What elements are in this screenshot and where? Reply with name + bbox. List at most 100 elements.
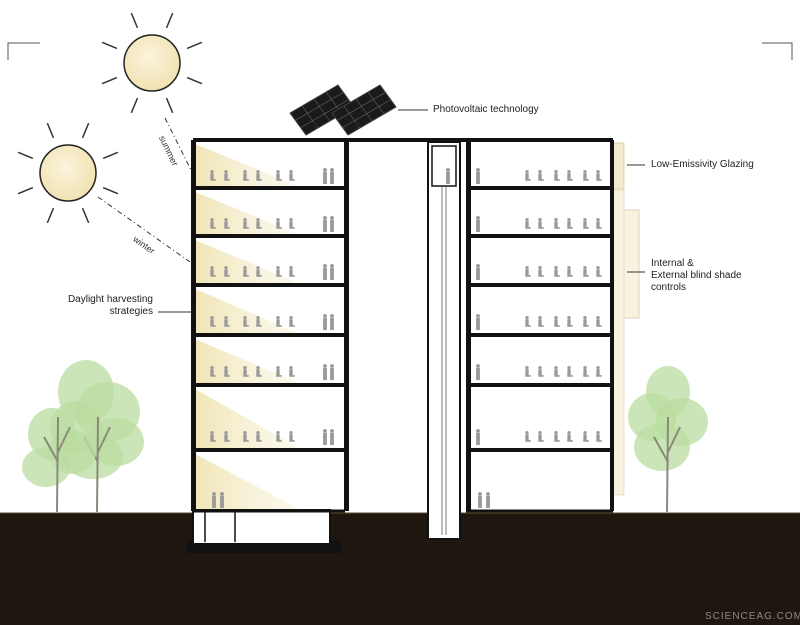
- person-head: [554, 170, 558, 174]
- person-body: [256, 319, 260, 326]
- person-leg: [554, 179, 560, 181]
- person-body: [596, 221, 600, 228]
- person-body: [330, 219, 334, 232]
- person-head: [256, 266, 260, 270]
- person-head: [210, 316, 214, 320]
- person-body: [596, 269, 600, 276]
- person-icon: [554, 316, 560, 327]
- person-leg: [583, 275, 589, 277]
- person-head: [486, 492, 490, 496]
- person-icon: [554, 266, 560, 277]
- person-head: [567, 170, 571, 174]
- sun-ray: [81, 122, 90, 139]
- person-head: [276, 366, 280, 370]
- person-icon: [289, 366, 295, 377]
- person-body: [538, 269, 542, 276]
- person-head: [583, 266, 587, 270]
- person-body: [525, 434, 529, 441]
- person-leg: [256, 440, 262, 442]
- person-leg: [256, 275, 262, 277]
- person-body: [276, 434, 280, 441]
- photovoltaic-label: Photovoltaic technology: [433, 104, 539, 115]
- person-body: [567, 173, 571, 180]
- person-icon: [538, 266, 544, 277]
- person-icon: [276, 431, 282, 442]
- person-icon: [476, 264, 480, 280]
- person-body: [525, 369, 529, 376]
- person-body: [224, 319, 228, 326]
- person-head: [210, 218, 214, 222]
- floor-slab: [193, 283, 346, 287]
- person-icon: [567, 266, 573, 277]
- person-leg: [289, 325, 295, 327]
- person-icon: [538, 170, 544, 181]
- person-icon: [323, 429, 327, 445]
- person-body: [323, 171, 327, 184]
- person-icon: [596, 170, 602, 181]
- person-head: [525, 366, 529, 370]
- person-icon: [596, 366, 602, 377]
- person-icon: [243, 170, 249, 181]
- person-head: [538, 316, 542, 320]
- sun-ray: [165, 12, 174, 29]
- person-leg: [525, 227, 531, 229]
- person-body: [289, 269, 293, 276]
- person-head: [596, 366, 600, 370]
- tree-trunk: [653, 416, 681, 513]
- person-leg: [538, 275, 544, 277]
- person-leg: [567, 227, 573, 229]
- person-head: [554, 366, 558, 370]
- person-icon: [289, 431, 295, 442]
- person-head: [330, 429, 334, 433]
- sun-icon: [101, 12, 203, 114]
- person-head: [224, 266, 228, 270]
- person-body: [596, 319, 600, 326]
- person-leg: [224, 227, 230, 229]
- person-icon: [525, 218, 531, 229]
- person-icon: [596, 218, 602, 229]
- person-body: [323, 432, 327, 445]
- person-leg: [567, 375, 573, 377]
- person-body: [256, 173, 260, 180]
- person-body: [210, 369, 214, 376]
- person-icon: [525, 170, 531, 181]
- person-body: [538, 319, 542, 326]
- person-head: [554, 431, 558, 435]
- person-icon: [210, 316, 216, 327]
- elevator-shaft: [427, 141, 461, 540]
- floor-slab: [193, 234, 346, 238]
- person-leg: [243, 440, 249, 442]
- person-icon: [276, 218, 282, 229]
- solar-panel-grid: [313, 98, 331, 122]
- person-head: [210, 431, 214, 435]
- column: [466, 140, 471, 511]
- person-leg: [525, 375, 531, 377]
- floor-slab: [468, 383, 613, 387]
- person-leg: [243, 227, 249, 229]
- person-body: [567, 434, 571, 441]
- person-icon: [224, 170, 230, 181]
- person-leg: [256, 325, 262, 327]
- person-leg: [554, 440, 560, 442]
- sun-icon: [17, 122, 119, 224]
- floor-slab: [193, 383, 346, 387]
- sun-ray: [81, 207, 90, 224]
- floor-slab: [468, 283, 613, 287]
- person-body: [323, 219, 327, 232]
- person-body: [583, 269, 587, 276]
- sun-ray: [46, 207, 55, 224]
- person-head: [538, 266, 542, 270]
- person-body: [525, 173, 529, 180]
- sun-ray: [102, 186, 119, 195]
- daylight-beam: [195, 454, 303, 511]
- person-icon: [323, 364, 327, 380]
- person-body: [210, 173, 214, 180]
- person-head: [567, 218, 571, 222]
- leader-lines: [158, 109, 645, 313]
- sun-ray: [17, 186, 34, 195]
- person-icon: [276, 170, 282, 181]
- person-body: [243, 269, 247, 276]
- person-icon: [583, 218, 589, 229]
